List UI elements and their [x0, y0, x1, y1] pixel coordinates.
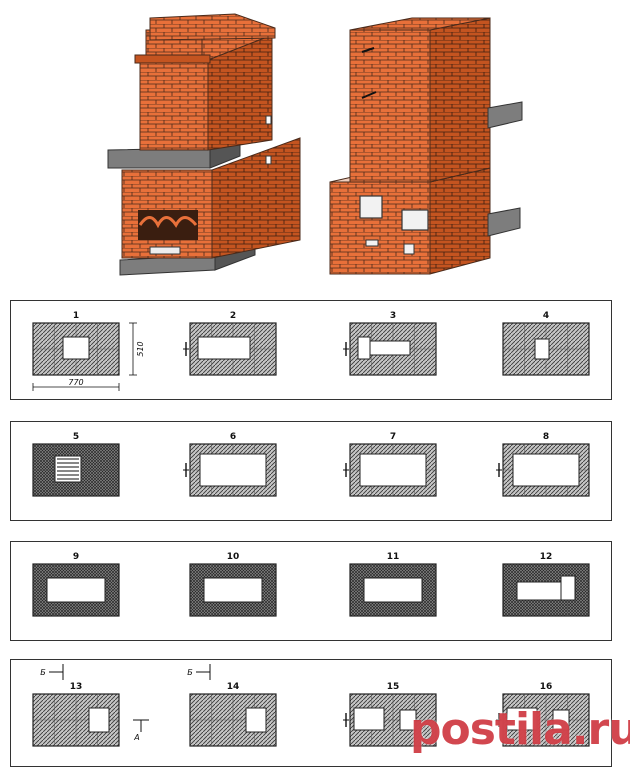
course-number: 14 — [227, 682, 240, 692]
course-number: 8 — [543, 432, 549, 442]
course-plan-15: 15 — [343, 682, 437, 747]
courses-panel-2: 5 6 7 8 — [10, 421, 612, 521]
channel-opening — [203, 577, 263, 603]
channel-opening — [512, 453, 580, 487]
channel-opening — [399, 709, 417, 731]
course-plan-16: 16 — [496, 682, 590, 747]
course-plan-1: 1 — [32, 311, 120, 376]
channel-opening — [353, 707, 385, 731]
course-plan-8: 8 — [496, 432, 590, 497]
course-plan-14: 14 — [189, 682, 277, 747]
courses-panel-1: 1 770 510 2 3 4 — [10, 300, 612, 400]
channel-opening — [369, 340, 411, 356]
course-number: 1 — [73, 311, 79, 321]
course-number: 16 — [540, 682, 553, 692]
course-number: 9 — [73, 552, 79, 562]
section-a-mark: A — [133, 733, 139, 742]
course-plan-9: 9 — [32, 552, 120, 617]
courses-panel-3: 9 10 11 12 — [10, 541, 612, 641]
course-number: 6 — [230, 432, 236, 442]
course-plan-13: 13 — [32, 682, 120, 747]
course-plan-2: 2 — [183, 311, 277, 376]
channel-opening — [199, 453, 267, 487]
channel-opening — [516, 581, 562, 601]
channel-opening — [46, 577, 106, 603]
channel-opening — [54, 455, 82, 483]
course-number: 13 — [70, 682, 83, 692]
channel-opening — [197, 336, 251, 360]
channel-opening — [62, 336, 90, 360]
course-number: 4 — [543, 311, 549, 321]
course-plan-6: 6 — [183, 432, 277, 497]
width-dimension: 770 — [68, 378, 83, 387]
course-number: 3 — [390, 311, 396, 321]
channel-opening — [357, 336, 371, 360]
course-plan-7: 7 — [343, 432, 437, 497]
course-plan-11: 11 — [349, 552, 437, 617]
stove-front-view — [107, 13, 301, 276]
channel-opening — [552, 709, 570, 731]
course-number: 7 — [390, 432, 396, 442]
channel-opening — [534, 338, 550, 360]
stove-back-view — [329, 17, 523, 275]
course-number: 2 — [230, 311, 236, 321]
section-b-mark: Б — [187, 668, 193, 677]
course-number: 10 — [227, 552, 240, 562]
watermark: postila.ru — [410, 704, 630, 755]
section-b-mark: Б — [40, 668, 46, 677]
channel-opening — [363, 577, 423, 603]
channel-opening — [245, 707, 267, 733]
course-number: 5 — [73, 432, 79, 442]
depth-dimension: 510 — [136, 341, 145, 356]
channel-opening — [88, 707, 110, 733]
stove-illustrations — [107, 13, 523, 276]
course-plan-12: 12 — [502, 552, 590, 617]
courses-panel-4: 13 Б A 14 Б 15 16 — [10, 659, 612, 767]
course-number: 12 — [540, 552, 553, 562]
channel-opening — [506, 707, 538, 731]
channel-opening — [359, 453, 427, 487]
course-plan-3: 3 — [343, 311, 437, 376]
course-number: 11 — [387, 552, 400, 562]
course-plan-5: 5 — [32, 432, 120, 497]
course-plan-10: 10 — [189, 552, 277, 617]
channel-opening — [560, 575, 576, 601]
course-plan-4: 4 — [502, 311, 590, 376]
course-number: 15 — [387, 682, 400, 692]
